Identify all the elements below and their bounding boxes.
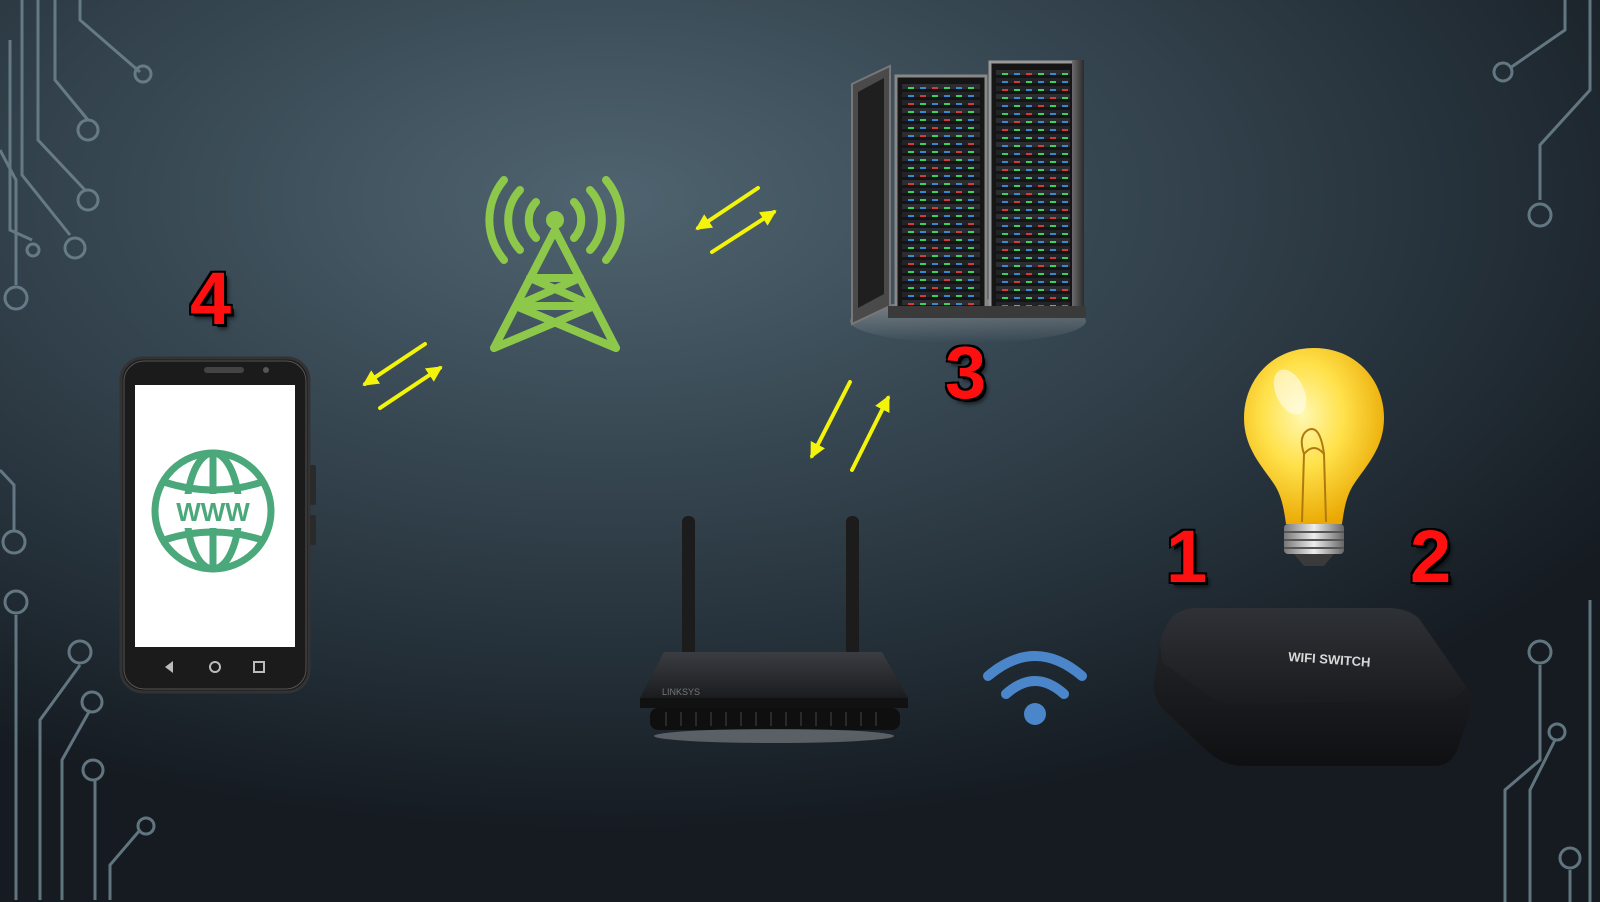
arrow-pair-tower-server — [695, 186, 777, 254]
server-rack — [850, 60, 1086, 343]
cell-tower-icon — [485, 176, 625, 352]
label-number-3: 3 — [945, 331, 987, 414]
wifi-switch-device: WIFI SWITCH — [1153, 608, 1472, 766]
wifi-switch-label: WIFI SWITCH — [1288, 649, 1371, 670]
label-number-1: 1 — [1166, 515, 1208, 598]
arrow-pair-phone-tower — [362, 342, 443, 410]
router-brand-text: LINKSYS — [662, 687, 700, 697]
globe-www-text: WWW — [176, 497, 250, 527]
wifi-router: LINKSYS — [640, 516, 908, 743]
label-number-2: 2 — [1410, 515, 1452, 598]
label-number-4: 4 — [190, 257, 232, 340]
light-bulb-icon — [1244, 348, 1384, 566]
globe-icon: WWW — [151, 449, 275, 573]
wifi-signal-icon — [983, 651, 1087, 725]
arrow-pair-router-server — [810, 380, 890, 472]
